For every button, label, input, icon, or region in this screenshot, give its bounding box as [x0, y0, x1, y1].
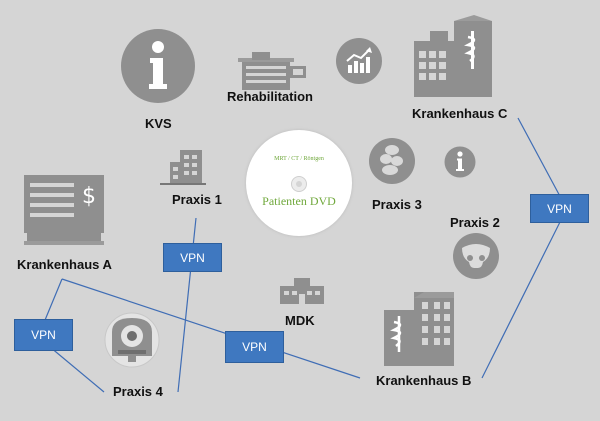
dvd-title: Patienten DVD [262, 194, 336, 208]
chart-circle-icon [336, 38, 382, 84]
svg-text:$: $ [82, 184, 96, 209]
patient-dvd: MRT / CT / Röntgen Patienten DVD [246, 130, 352, 236]
vpn-box-khc: VPN [530, 194, 589, 223]
office-icon [160, 150, 206, 185]
label-krankenhaus-c: Krankenhaus C [412, 106, 508, 121]
line-khc-to-vpn [517, 117, 563, 201]
label-praxis-2: Praxis 2 [450, 215, 500, 230]
pelvis-circle-icon [453, 233, 499, 279]
building-icon [238, 52, 306, 90]
line-kha-to-khb [61, 278, 361, 379]
info-circle-icon [121, 29, 195, 103]
mdk-building-icon [280, 278, 324, 304]
hospital-icon [414, 15, 492, 97]
vpn-box-kha: VPN [14, 319, 73, 351]
label-mdk: MDK [285, 313, 315, 328]
dvd-subtitle: MRT / CT / Röntgen [274, 156, 324, 162]
label-rehabilitation: Rehabilitation [227, 89, 313, 104]
hospital-a-icon: $ [24, 175, 104, 245]
info-small-icon [444, 146, 476, 178]
label-krankenhaus-b: Krankenhaus B [376, 373, 472, 388]
label-praxis-3: Praxis 3 [372, 197, 422, 212]
label-praxis-1: Praxis 1 [172, 192, 222, 207]
label-praxis-4: Praxis 4 [113, 384, 163, 399]
vpn-box-praxis1: VPN [163, 243, 222, 272]
mri-scanner-icon [104, 312, 160, 368]
line-vpn-to-khb [481, 217, 563, 379]
hospital-b-icon [384, 292, 454, 366]
label-kvs: KVS [145, 116, 172, 131]
organs-circle-icon [369, 138, 415, 184]
label-krankenhaus-a: Krankenhaus A [17, 257, 112, 272]
vpn-box-khb: VPN [225, 331, 284, 363]
